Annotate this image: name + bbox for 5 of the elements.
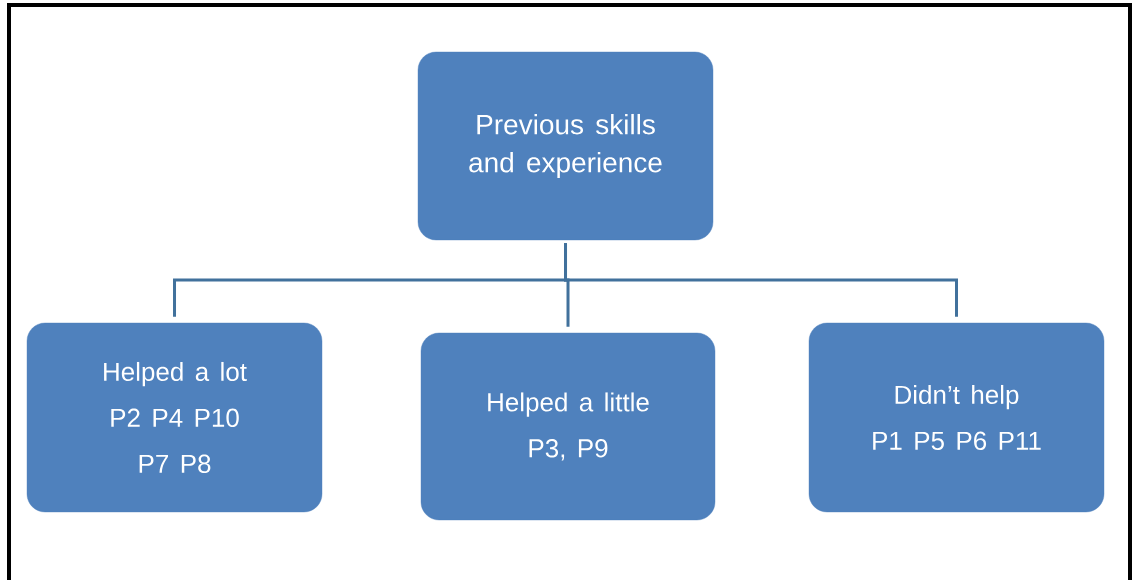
connector-line	[564, 243, 958, 317]
process-box: Helped a lot P2 P4 P10 P7 P8	[26, 322, 323, 513]
process-box: Helped a little P3, P9	[420, 332, 716, 521]
process-box: Didn’t help P1 P5 P6 P11	[808, 322, 1105, 513]
process-box: Previous skills and experience	[417, 51, 714, 241]
